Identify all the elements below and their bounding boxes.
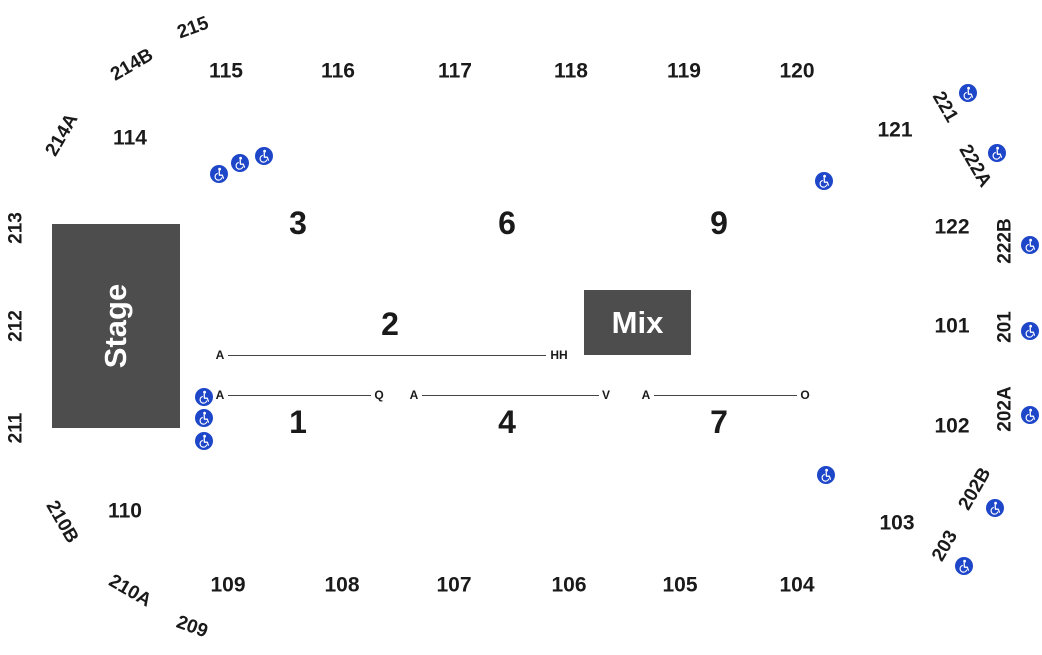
section-214B[interactable]: 214B xyxy=(107,44,157,86)
row-line xyxy=(422,395,599,396)
wheelchair-icon xyxy=(1021,236,1039,254)
floor-section-4[interactable]: 4 xyxy=(498,404,516,440)
row-label: A xyxy=(215,388,225,402)
floor-section-2[interactable]: 2 xyxy=(381,306,399,342)
stage-block: Stage xyxy=(52,224,180,428)
row-line xyxy=(228,355,546,356)
section-215[interactable]: 215 xyxy=(174,12,212,44)
row-line xyxy=(654,395,797,396)
stage-label: Stage xyxy=(98,283,133,369)
section-221[interactable]: 221 xyxy=(927,88,963,126)
wheelchair-icon xyxy=(231,154,249,172)
wheelchair-icon xyxy=(815,172,833,190)
section-201[interactable]: 201 xyxy=(994,311,1016,343)
wheelchair-icon xyxy=(195,409,213,427)
section-108[interactable]: 108 xyxy=(324,573,360,597)
section-115[interactable]: 115 xyxy=(209,59,243,83)
mix-block: Mix xyxy=(584,290,691,355)
row-label: A xyxy=(409,388,419,402)
floor-section-7[interactable]: 7 xyxy=(710,404,728,440)
section-101[interactable]: 101 xyxy=(934,314,970,338)
section-209[interactable]: 209 xyxy=(173,611,211,643)
floor-section-6[interactable]: 6 xyxy=(498,205,516,241)
row-label: A xyxy=(641,388,651,402)
wheelchair-icon xyxy=(1021,322,1039,340)
section-104[interactable]: 104 xyxy=(779,573,815,597)
section-211[interactable]: 211 xyxy=(5,412,27,444)
section-102[interactable]: 102 xyxy=(934,414,970,438)
section-122[interactable]: 122 xyxy=(934,215,970,239)
row-label: A xyxy=(215,348,225,362)
section-103[interactable]: 103 xyxy=(879,511,915,535)
section-105[interactable]: 105 xyxy=(662,573,698,597)
section-210B[interactable]: 210B xyxy=(41,497,83,547)
section-117[interactable]: 117 xyxy=(438,59,472,83)
mix-label: Mix xyxy=(611,304,664,340)
section-107[interactable]: 107 xyxy=(436,573,472,597)
row-line xyxy=(228,395,371,396)
wheelchair-icon xyxy=(817,466,835,484)
section-214A[interactable]: 214A xyxy=(41,110,83,160)
row-label: V xyxy=(601,388,611,402)
section-110[interactable]: 110 xyxy=(108,499,142,523)
wheelchair-icon xyxy=(255,147,273,165)
wheelchair-icon xyxy=(210,165,228,183)
section-222B[interactable]: 222B xyxy=(994,218,1016,264)
section-119[interactable]: 119 xyxy=(667,59,701,83)
section-210A[interactable]: 210A xyxy=(105,570,155,612)
wheelchair-icon xyxy=(988,144,1006,162)
section-106[interactable]: 106 xyxy=(551,573,587,597)
section-212[interactable]: 212 xyxy=(5,310,27,342)
row-label: Q xyxy=(374,388,384,402)
wheelchair-icon xyxy=(959,84,977,102)
section-120[interactable]: 120 xyxy=(779,59,815,83)
section-118[interactable]: 118 xyxy=(554,59,588,83)
section-109[interactable]: 109 xyxy=(210,573,246,597)
row-label: O xyxy=(800,388,810,402)
section-213[interactable]: 213 xyxy=(5,212,27,244)
wheelchair-icon xyxy=(955,557,973,575)
wheelchair-icon xyxy=(195,388,213,406)
section-114[interactable]: 114 xyxy=(113,126,147,150)
wheelchair-icon xyxy=(1021,406,1039,424)
section-202A[interactable]: 202A xyxy=(994,386,1016,432)
floor-section-1[interactable]: 1 xyxy=(289,404,307,440)
floor-section-3[interactable]: 3 xyxy=(289,205,307,241)
wheelchair-icon xyxy=(986,499,1004,517)
floor-section-9[interactable]: 9 xyxy=(710,205,728,241)
row-label: HH xyxy=(550,348,568,362)
wheelchair-icon xyxy=(195,432,213,450)
section-116[interactable]: 116 xyxy=(321,59,355,83)
section-121[interactable]: 121 xyxy=(877,118,913,142)
